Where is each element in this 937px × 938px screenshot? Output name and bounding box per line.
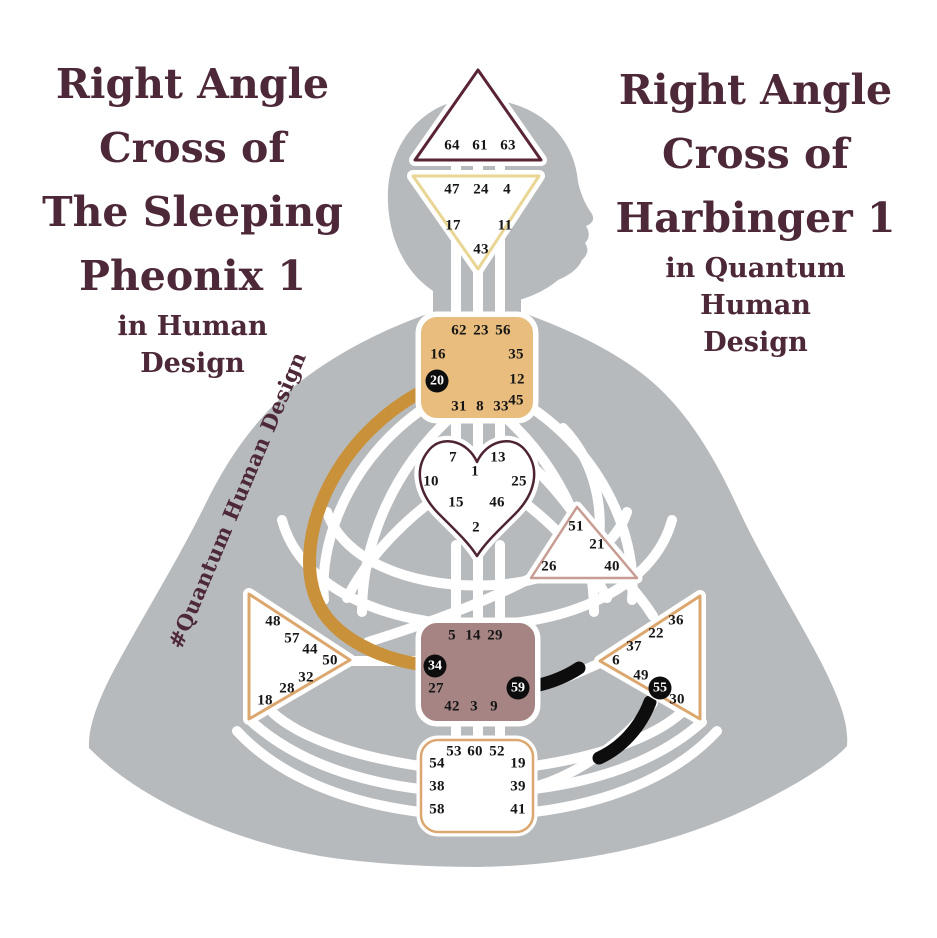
gate-62: 62 xyxy=(451,322,467,339)
gate-23: 23 xyxy=(473,322,489,339)
gate-42: 42 xyxy=(444,698,460,715)
gate-12: 12 xyxy=(509,371,525,388)
gate-34-highlighted: 34 xyxy=(423,654,447,678)
gate-56: 56 xyxy=(495,322,511,339)
gate-4: 4 xyxy=(503,181,511,198)
gate-36: 36 xyxy=(668,612,684,629)
gate-45: 45 xyxy=(508,392,524,409)
gate-59-highlighted: 59 xyxy=(506,676,530,700)
centers xyxy=(243,64,706,837)
gate-52: 52 xyxy=(489,743,505,760)
gate-3: 3 xyxy=(470,698,478,715)
gate-7: 7 xyxy=(449,449,457,466)
left-title-line-4: Pheonix 1 xyxy=(79,252,306,300)
left-subtitle-line-1: in Human xyxy=(117,311,268,342)
gate-54: 54 xyxy=(429,755,445,772)
g-center-shape xyxy=(418,440,536,558)
right-title-line-2: Cross of xyxy=(661,130,849,178)
will-center-shape xyxy=(529,505,639,580)
gate-44: 44 xyxy=(302,641,318,658)
root-center-shape xyxy=(419,738,535,834)
gate-29: 29 xyxy=(487,627,503,644)
head-center-shape xyxy=(413,68,543,162)
gate-46: 46 xyxy=(489,494,505,511)
gate-41: 41 xyxy=(510,801,526,818)
spleen-center-shape xyxy=(247,592,352,721)
gate-13: 13 xyxy=(490,449,506,466)
gate-8: 8 xyxy=(476,398,484,415)
gate-22: 22 xyxy=(648,625,664,642)
right-subtitle-line-1: in Quantum xyxy=(665,253,846,284)
gate-9: 9 xyxy=(490,698,498,715)
left-subtitle-line-2: Design xyxy=(140,348,245,379)
gate-19: 19 xyxy=(510,755,526,772)
gate-32: 32 xyxy=(298,669,314,686)
gate-58: 58 xyxy=(429,801,445,818)
gate-26: 26 xyxy=(541,558,557,575)
gate-38: 38 xyxy=(429,778,445,795)
right-subtitle-line-3: Design xyxy=(703,327,808,358)
gate-57: 57 xyxy=(284,630,300,647)
left-title-line-3: The Sleeping xyxy=(42,188,343,236)
gate-61: 61 xyxy=(472,137,488,154)
gate-15: 15 xyxy=(448,494,464,511)
gate-50: 50 xyxy=(322,652,338,669)
channel-20-34-defined xyxy=(303,377,444,672)
left-title-line-1: Right Angle xyxy=(55,60,330,108)
hanging-gate-55 xyxy=(592,695,657,765)
gate-17: 17 xyxy=(445,217,461,234)
gate-63: 63 xyxy=(500,137,516,154)
ajna-center-shape xyxy=(411,174,541,271)
gate-53: 53 xyxy=(446,743,462,760)
left-title-line-2: Cross of xyxy=(98,124,286,172)
sacral-center-shape xyxy=(419,621,537,723)
gate-11: 11 xyxy=(497,217,513,234)
gate-20-highlighted: 20 xyxy=(425,369,449,393)
gate-18: 18 xyxy=(257,692,273,709)
gate-14: 14 xyxy=(465,627,481,644)
right-subtitle-line-2: Human xyxy=(700,290,811,321)
right-title-line-3: Harbinger 1 xyxy=(615,194,896,242)
gate-30: 30 xyxy=(669,691,685,708)
gate-25: 25 xyxy=(511,473,527,490)
right-title-line-1: Right Angle xyxy=(618,66,893,114)
gate-16: 16 xyxy=(430,346,446,363)
gate-37: 37 xyxy=(626,638,642,655)
gate-49: 49 xyxy=(633,667,649,684)
gate-2: 2 xyxy=(472,519,480,536)
gate-31: 31 xyxy=(451,398,467,415)
gate-35: 35 xyxy=(508,346,524,363)
gate-43: 43 xyxy=(473,241,489,258)
gate-47: 47 xyxy=(444,181,460,198)
gate-55-highlighted: 55 xyxy=(648,676,672,700)
gate-24: 24 xyxy=(473,181,489,198)
gate-48: 48 xyxy=(265,613,281,630)
gate-10: 10 xyxy=(423,473,439,490)
gate-6: 6 xyxy=(612,652,620,669)
left-title-block: Right Angle Cross of The Sleeping Pheoni… xyxy=(15,52,370,382)
gate-1: 1 xyxy=(471,463,479,480)
gate-28: 28 xyxy=(279,680,295,697)
gate-5: 5 xyxy=(448,627,456,644)
right-title-block: Right Angle Cross of Harbinger 1 in Quan… xyxy=(578,58,933,361)
throat-center-shape xyxy=(419,315,535,420)
gate-64: 64 xyxy=(444,137,460,154)
gate-51: 51 xyxy=(568,518,584,535)
gate-27: 27 xyxy=(428,680,444,697)
gate-21: 21 xyxy=(589,536,605,553)
gate-60: 60 xyxy=(467,743,483,760)
gate-40: 40 xyxy=(604,558,620,575)
gate-33: 33 xyxy=(493,398,509,415)
gate-39: 39 xyxy=(510,778,526,795)
